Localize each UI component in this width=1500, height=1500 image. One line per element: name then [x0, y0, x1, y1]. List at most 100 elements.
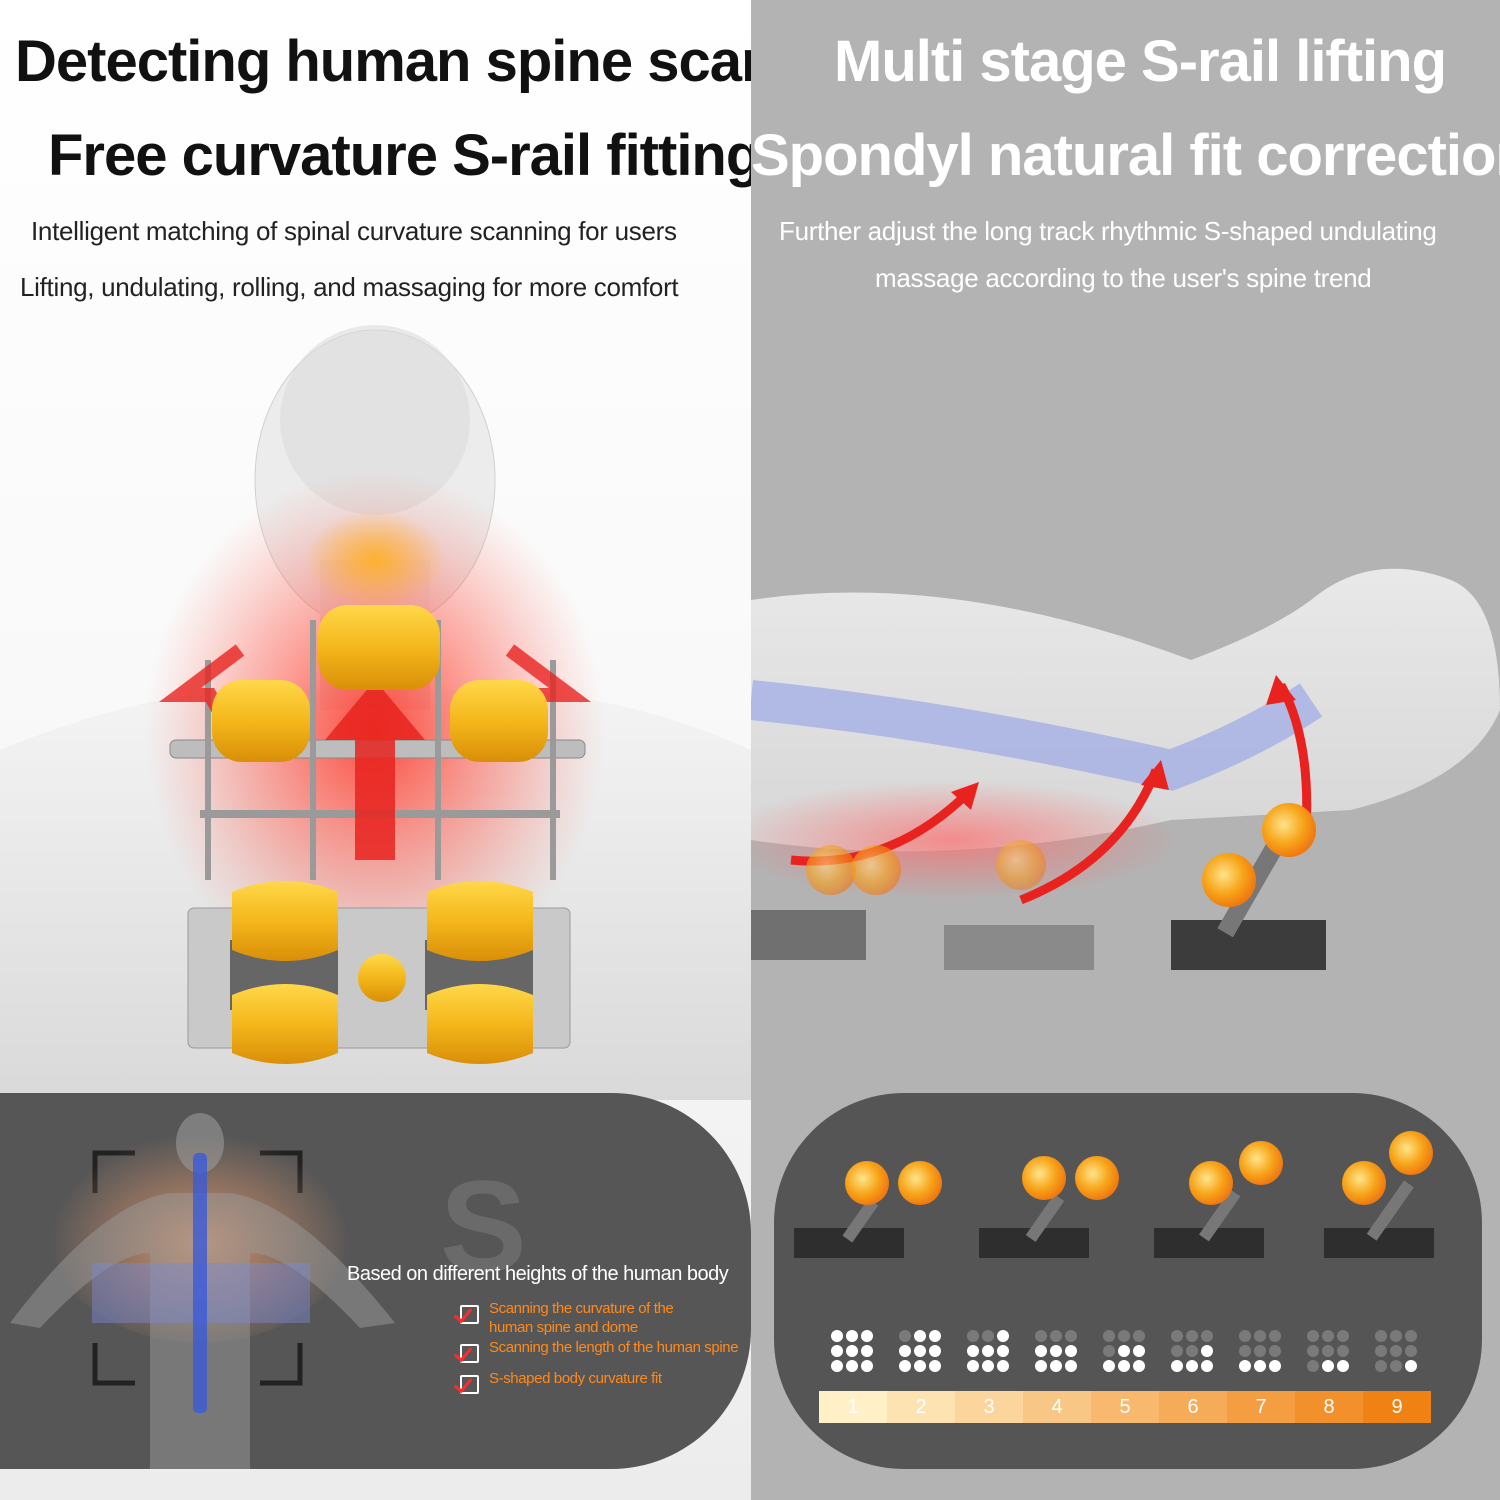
left-subtitle-2: Lifting, undulating, rolling, and massag… [20, 272, 679, 302]
dot [1118, 1330, 1130, 1342]
dot [861, 1330, 873, 1342]
dot [1118, 1360, 1130, 1372]
dot [1239, 1345, 1251, 1357]
right-title-1: Multi stage S-rail lifting [834, 29, 1447, 94]
dot [1390, 1360, 1402, 1372]
dot-group-3 [967, 1330, 1013, 1374]
dot [899, 1345, 911, 1357]
dot [1103, 1360, 1115, 1372]
dot [1239, 1360, 1251, 1372]
checkbox-icon [460, 1344, 479, 1363]
dot [1405, 1345, 1417, 1357]
dot [997, 1330, 1009, 1342]
dot [967, 1345, 979, 1357]
dot [1035, 1330, 1047, 1342]
dot [1103, 1330, 1115, 1342]
dot-group-8 [1307, 1330, 1353, 1374]
dot [846, 1345, 858, 1357]
level-cell-8: 8 [1295, 1391, 1363, 1423]
checkbox-icon [460, 1375, 479, 1394]
dot [997, 1345, 1009, 1357]
dot [1171, 1345, 1183, 1357]
dot [1405, 1360, 1417, 1372]
right-subtitle-2: massage according to the user's spine tr… [875, 263, 1372, 293]
dot [1171, 1330, 1183, 1342]
check-item-curvature: Scanning the curvature of the human spin… [460, 1299, 710, 1337]
left-title-2: Free curvature S-rail fitting [48, 123, 761, 188]
check-item-fit: S-shaped body curvature fit [460, 1369, 740, 1394]
dot [1239, 1330, 1251, 1342]
right-pane: Multi stage S-rail lifting Spondyl natur… [751, 0, 1500, 1500]
dot [1035, 1345, 1047, 1357]
dot-group-2 [899, 1330, 945, 1374]
dot-group-4 [1035, 1330, 1081, 1374]
left-pane: Detecting human spine scans Free curvatu… [0, 0, 751, 1500]
dot [1337, 1330, 1349, 1342]
level-cell-2: 2 [887, 1391, 955, 1423]
dot [1390, 1345, 1402, 1357]
dot [1337, 1360, 1349, 1372]
dot [1269, 1345, 1281, 1357]
dot [1201, 1330, 1213, 1342]
dot [899, 1330, 911, 1342]
dot [1307, 1330, 1319, 1342]
dot [1133, 1330, 1145, 1342]
dot [1375, 1345, 1387, 1357]
level-cell-1: 1 [819, 1391, 887, 1423]
roller-stages-illustration [794, 1131, 1434, 1258]
dot-group-7 [1239, 1330, 1285, 1374]
check-item-length: Scanning the length of the human spine [460, 1338, 751, 1363]
checkbox-icon [460, 1305, 479, 1324]
dot-group-6 [1171, 1330, 1217, 1374]
dot [1375, 1330, 1387, 1342]
right-title-2: Spondyl natural fit correction [751, 123, 1500, 188]
dot [1269, 1330, 1281, 1342]
dot [1118, 1345, 1130, 1357]
dot [861, 1360, 873, 1372]
level-cell-7: 7 [1227, 1391, 1295, 1423]
dot [1133, 1345, 1145, 1357]
level-cell-6: 6 [1159, 1391, 1227, 1423]
dot [1065, 1330, 1077, 1342]
dot-group-9 [1375, 1330, 1421, 1374]
dot [1375, 1360, 1387, 1372]
level-cell-9: 9 [1363, 1391, 1431, 1423]
dot [1307, 1360, 1319, 1372]
dot [929, 1330, 941, 1342]
dot [831, 1345, 843, 1357]
dot [1050, 1360, 1062, 1372]
dot [929, 1345, 941, 1357]
spine-scan-figure [10, 1113, 395, 1469]
dot [914, 1345, 926, 1357]
dot [1065, 1345, 1077, 1357]
dot [1307, 1345, 1319, 1357]
dot [1390, 1330, 1402, 1342]
dot [1186, 1330, 1198, 1342]
dot-group-1 [831, 1330, 877, 1374]
dot [831, 1330, 843, 1342]
dot [1050, 1345, 1062, 1357]
dot [914, 1330, 926, 1342]
dot [997, 1360, 1009, 1372]
left-title-1: Detecting human spine scans [15, 29, 808, 94]
dot [1133, 1360, 1145, 1372]
level-cell-3: 3 [955, 1391, 1023, 1423]
right-subtitle-1: Further adjust the long track rhythmic S… [779, 216, 1437, 246]
dot [899, 1360, 911, 1372]
level-cell-5: 5 [1091, 1391, 1159, 1423]
dot [1322, 1345, 1334, 1357]
dot [846, 1330, 858, 1342]
dot [1254, 1345, 1266, 1357]
dot [982, 1345, 994, 1357]
dot [1103, 1345, 1115, 1357]
dot [967, 1360, 979, 1372]
dot [914, 1360, 926, 1372]
dot [1186, 1360, 1198, 1372]
dot [1322, 1360, 1334, 1372]
spine-scan-panel: S Based on different heights of the huma… [0, 1093, 751, 1469]
dot [929, 1360, 941, 1372]
dot [846, 1360, 858, 1372]
dot [1269, 1360, 1281, 1372]
